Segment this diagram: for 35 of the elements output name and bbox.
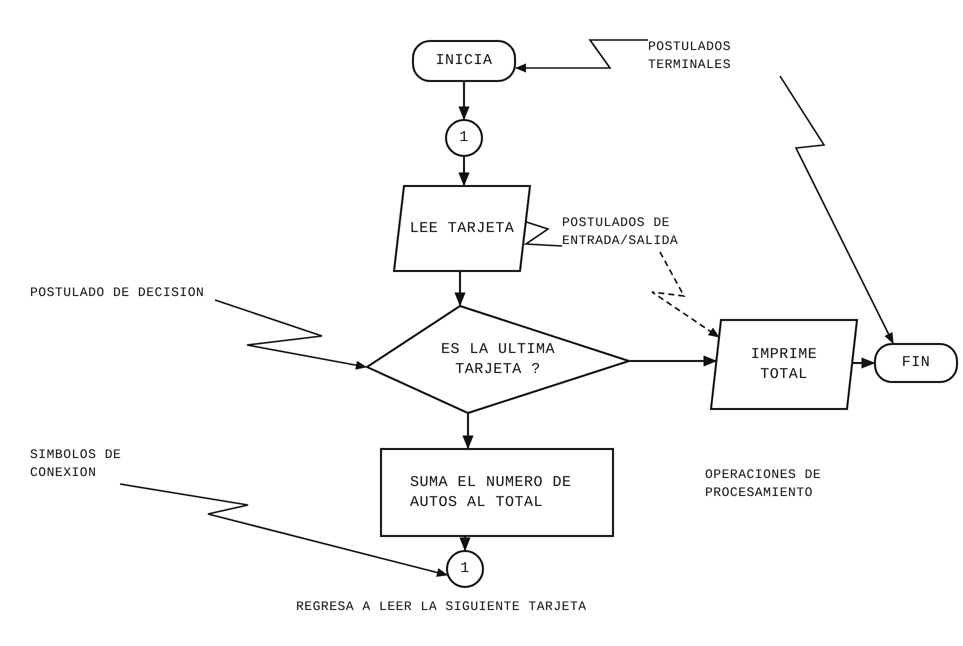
leader-line bbox=[779, 76, 894, 344]
annotation-text: POSTULADO DE DECISION bbox=[30, 284, 215, 304]
note-text: OPERACIONES DE PROCESAMIENTO bbox=[705, 466, 822, 502]
node-text: 1 bbox=[460, 559, 470, 579]
annotation-text: SIMBOLOS DE CONEXION bbox=[30, 446, 150, 484]
process-box bbox=[380, 448, 614, 537]
node-text: ES LA ULTIMA TARJETA ? bbox=[440, 340, 556, 379]
node-text: IMPRIME TOTAL bbox=[750, 345, 818, 384]
terminal-shape bbox=[874, 343, 958, 383]
note-text: REGRESA A LEER LA SIGUIENTE TARJETA bbox=[296, 598, 588, 616]
leader-line bbox=[524, 221, 562, 247]
input-output-shape bbox=[393, 185, 531, 272]
flow-arrow bbox=[852, 357, 876, 369]
annotation-text: POSTULADOS DE ENTRADA/SALIDA bbox=[562, 214, 782, 252]
flow-arrow bbox=[462, 414, 474, 450]
leader-line bbox=[214, 299, 368, 370]
leader-line bbox=[651, 252, 720, 338]
terminal-shape bbox=[412, 40, 516, 82]
connector-circle bbox=[445, 119, 483, 157]
node-text: SUMA EL NUMERO DE AUTOS AL TOTAL bbox=[409, 473, 573, 512]
flow-arrow bbox=[458, 82, 470, 120]
annotation-text: POSTULADOS TERMINALES bbox=[648, 38, 788, 76]
node-text: LEE TARJETA bbox=[408, 218, 516, 238]
node-text: INICIA bbox=[435, 51, 492, 71]
decision-diamond bbox=[366, 305, 630, 414]
node-text: FIN bbox=[902, 353, 930, 373]
input-output-shape bbox=[710, 319, 858, 410]
flow-arrow bbox=[458, 157, 470, 186]
flow-arrow bbox=[454, 272, 466, 306]
leader-line bbox=[514, 39, 648, 72]
connector-circle bbox=[446, 550, 484, 588]
node-text: 1 bbox=[459, 128, 469, 148]
flow-arrow bbox=[459, 537, 471, 552]
flow-arrow bbox=[630, 355, 718, 367]
leader-line bbox=[120, 483, 448, 577]
